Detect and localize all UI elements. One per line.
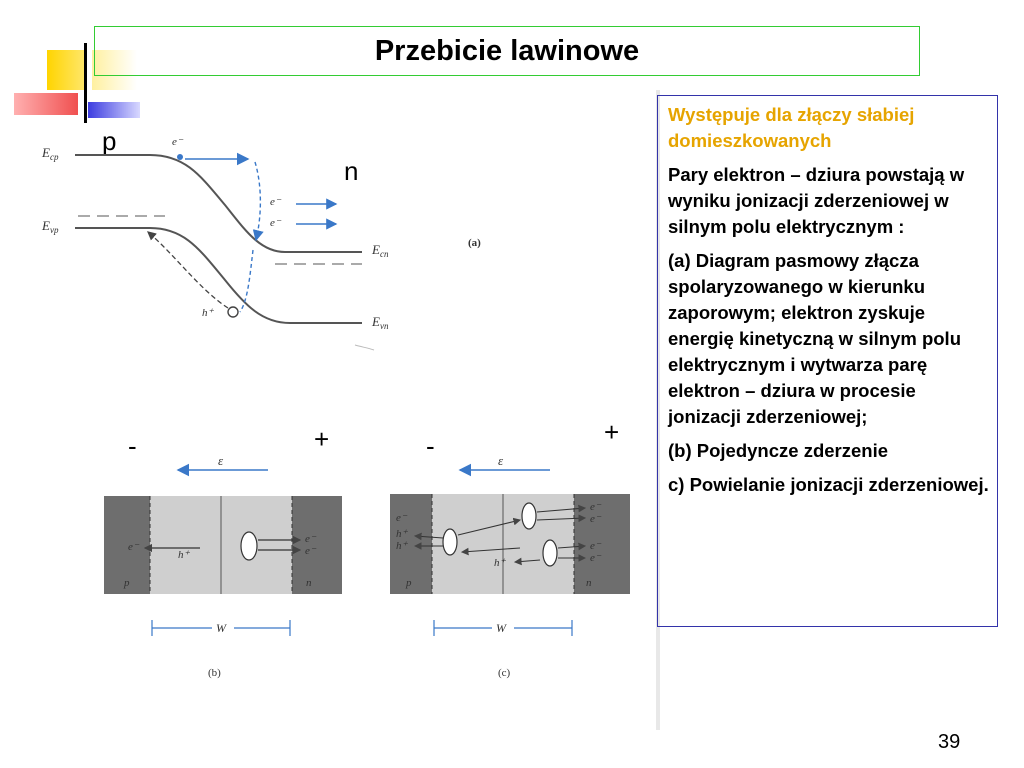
highlight-text: Występuje dla złączy słabiej domieszkowa… [668,104,915,151]
panel-c-path-3 [536,504,587,513]
deco-blue-bar [88,102,140,118]
electron-dot [177,154,183,160]
label-evn: Evn [371,314,389,331]
panel-c-path-1 [460,547,521,556]
deco-yellow-block [47,50,87,90]
slide-title: Przebicie lawinowe [374,34,640,67]
panel-c-p-region [390,494,432,594]
label-evp: Evp [41,218,59,235]
paragraph-4: c) Powielanie jonizacji zderzeniowej. [668,474,989,495]
panel-c-path-4 [536,514,587,523]
label-electron-top: e⁻ [172,136,184,148]
description-box: Występuje dla złączy słabiej domieszkowa… [657,95,998,627]
panel-b-e-right-2: e⁻ [305,545,317,557]
panel-c-n-label: n [586,577,592,589]
hole-path [147,231,229,309]
panel-c-width-label: W [496,621,507,635]
panel-b-h: h⁺ [178,549,191,561]
panel-b: - + ε e⁻ h⁺ e⁻ e⁻ p n W (b) [104,424,342,679]
panel-b-tag: (b) [208,667,221,679]
panel-c-field-label: ε [498,453,504,468]
panel-c-path-2 [457,517,522,536]
panel-a-tag: (a) [468,237,481,249]
paragraph-1: Pary elektron – dziura powstają w wyniku… [668,164,965,237]
panel-b-width-gap [212,619,234,635]
panel-c-e-3: e⁻ [590,513,602,525]
panel-c-pair-3 [542,539,558,567]
panel-c: - + ε e⁻ h⁺ h⁺ h⁺ e⁻ e⁻ e⁻ e⁻ p n [390,417,630,679]
panel-c-h-2: h⁺ [396,540,409,552]
panel-c-minus: - [426,431,435,461]
valence-band [75,227,362,324]
deco-yellow-fade [92,50,137,90]
panel-b-pair-ellipse [240,531,258,561]
panel-c-path-5 [557,542,587,551]
panel-c-path-9 [513,557,541,566]
ionization-path [239,249,254,313]
deco-vertical-line [84,43,87,123]
label-ecp: Ecp [41,145,59,162]
panel-b-p-label: p [123,577,130,589]
conduction-band [75,154,362,253]
panel-b-plus: + [314,424,329,454]
panel-b-n-label: n [306,577,312,589]
panel-c-e-2: e⁻ [590,501,602,513]
panel-b-width-label: W [216,621,227,635]
label-ecn: Ecn [371,242,389,259]
panel-c-pair-1 [442,528,458,556]
hole-circle [227,306,239,318]
panel-c-e-5: e⁻ [590,552,602,564]
panel-c-n-region [574,494,630,594]
panel-b-e-right-1: e⁻ [305,533,317,545]
label-electron-1: e⁻ [270,196,282,208]
scan-mark [354,344,375,351]
band-diagram-figure: p n Ecp Evp Ecn Evn e⁻ e⁻ e⁻ h⁺ (a) - + [0,90,666,730]
label-p: p [102,126,116,156]
panel-c-e-1: e⁻ [396,512,408,524]
panel-c-pair-2 [521,502,537,530]
deco-red-bar [14,93,78,115]
page-number: 39 [938,731,961,753]
panel-c-p-label: p [405,577,412,589]
panel-a: Ecp Evp Ecn Evn e⁻ e⁻ e⁻ h⁺ (a) [41,136,481,351]
panel-b-n-region [292,496,342,594]
band-diagram-svg: p n Ecp Evp Ecn Evn e⁻ e⁻ e⁻ h⁺ (a) - + [41,90,666,730]
paragraph-3: (b) Pojedyncze zderzenie [668,440,888,461]
label-n: n [344,156,358,186]
panel-c-path-7 [413,532,444,541]
electron-drop-path [252,161,264,242]
panel-b-p-region [104,496,150,594]
label-electron-2: e⁻ [270,217,282,229]
panel-c-plus: + [604,417,619,447]
title-box: Przebicie lawinowe [94,26,920,76]
paragraph-2: (a) Diagram pasmowy złącza spolaryzowane… [668,250,962,427]
panel-b-e-left: e⁻ [128,541,140,553]
panel-c-tag: (c) [498,667,511,679]
panel-b-minus: - [128,431,137,461]
panel-c-width-gap [492,619,514,635]
panel-c-h-3: h⁺ [494,557,507,569]
panel-c-h-1: h⁺ [396,528,409,540]
panel-c-e-4: e⁻ [590,540,602,552]
panel-b-field-label: ε [218,453,224,468]
label-hole: h⁺ [202,307,215,319]
